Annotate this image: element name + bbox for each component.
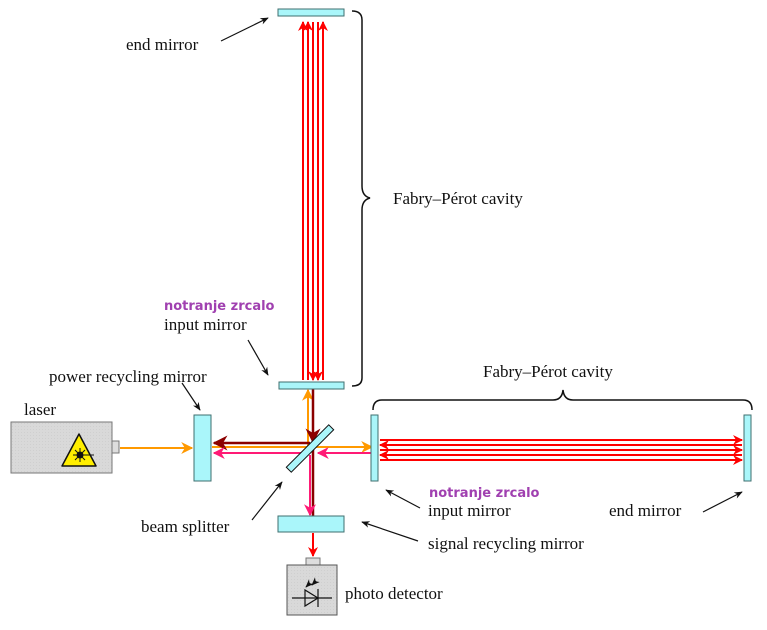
label-cavity-horizontal: Fabry–Pérot cavity [483, 362, 613, 381]
label-input-mirror-vertical-si: notranje zrcalo [164, 299, 275, 314]
label-input-mirror-horizontal-si: notranje zrcalo [429, 486, 540, 501]
vertical-cavity-brace [351, 10, 371, 387]
label-laser: laser [24, 400, 56, 419]
vertical-cavity-beams [298, 21, 328, 381]
horizontal-cavity-brace [372, 389, 753, 411]
input-mirror-vertical [278, 381, 345, 390]
pointer-arrows [181, 17, 743, 542]
laser [10, 421, 120, 474]
input-mirror-horizontal [370, 414, 379, 482]
laser-warning-triangle-icon [61, 433, 97, 467]
central-beams [120, 388, 374, 557]
label-end-mirror-top: end mirror [126, 35, 199, 54]
label-signal-recycling-mirror: signal recycling mirror [428, 534, 584, 553]
horizontal-cavity-beams [379, 435, 743, 465]
photo-detector [286, 557, 338, 616]
end-mirror-top [277, 8, 345, 17]
beam-splitter [285, 424, 335, 473]
label-input-mirror-horizontal: input mirror [428, 501, 511, 520]
label-end-mirror-right: end mirror [609, 501, 682, 520]
signal-recycling-mirror [277, 515, 345, 533]
label-power-recycling-mirror: power recycling mirror [49, 367, 207, 386]
power-recycling-mirror [193, 414, 212, 482]
label-beam-splitter: beam splitter [141, 517, 230, 536]
label-input-mirror-vertical: input mirror [164, 315, 247, 334]
photodiode-icon [292, 577, 332, 608]
label-photo-detector: photo detector [345, 584, 443, 603]
label-cavity-vertical: Fabry–Pérot cavity [393, 189, 523, 208]
end-mirror-right [743, 414, 752, 482]
